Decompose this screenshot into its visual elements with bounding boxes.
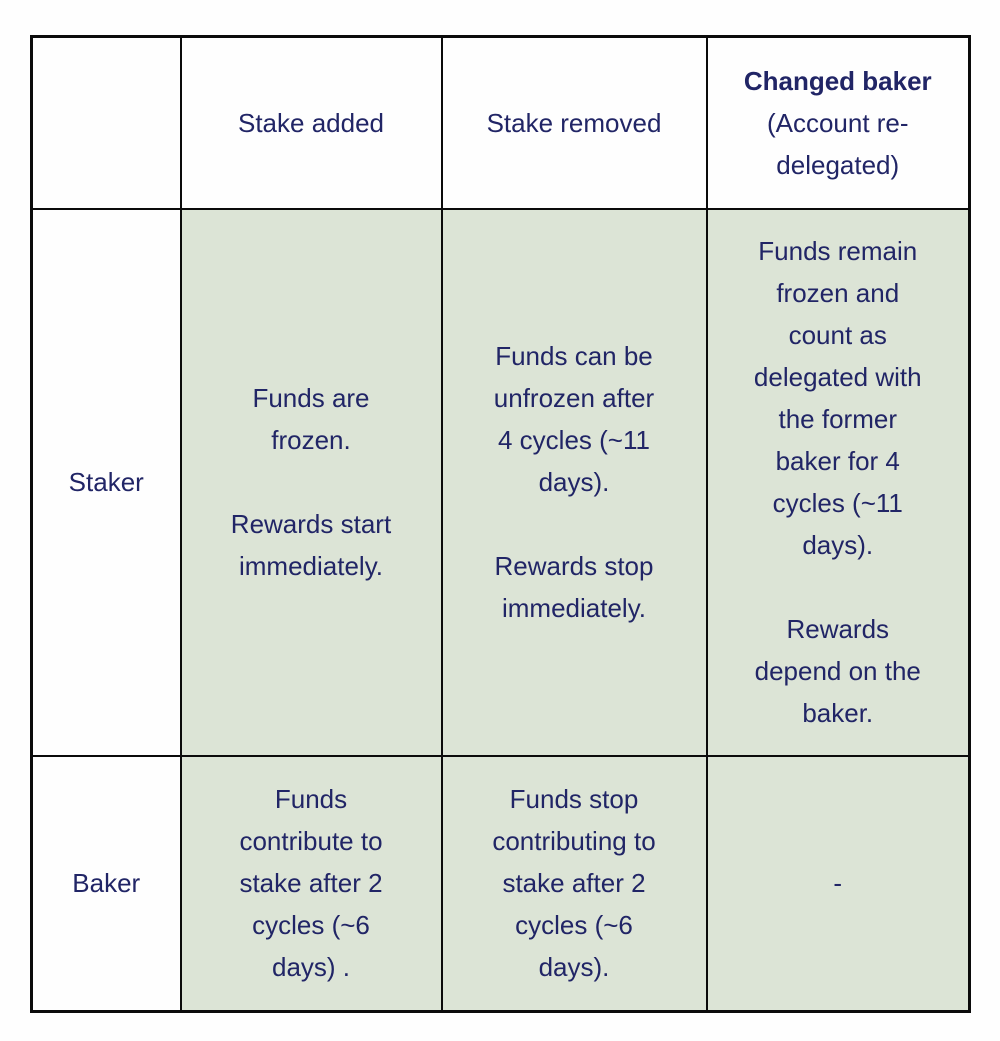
staking-effects-table: Stake added Stake removed Changed baker … <box>30 35 971 1013</box>
cell-staker-stake-removed: Funds can be unfrozen after 4 cycles (~1… <box>440 207 708 757</box>
cell-baker-stake-removed: Funds stop contributing to stake after 2… <box>440 754 708 1013</box>
paragraph: Funds can be unfrozen after 4 cycles (~1… <box>493 341 655 497</box>
header-row: Stake added Stake removed Changed baker … <box>30 35 971 210</box>
paragraph: Funds stop contributing to stake after 2… <box>492 784 656 983</box>
header-stake-removed-label: Stake removed <box>486 107 662 138</box>
header-changed-baker-subtitle: (Account re-delegated) <box>766 107 909 180</box>
header-stake-removed-cell: Stake removed <box>440 35 708 210</box>
baker-row-label-cell: Baker <box>30 754 182 1013</box>
header-changed-baker-cell: Changed baker (Account re-delegated) <box>705 35 971 210</box>
baker-row: Baker Funds contribute to stake after 2 … <box>30 754 971 1013</box>
header-corner-cell <box>30 35 182 210</box>
baker-row-label: Baker <box>72 868 141 899</box>
staker-row-label-cell: Staker <box>30 207 182 757</box>
paragraph: Funds remain frozen and count as delegat… <box>753 236 922 560</box>
cell-staker-stake-added: Funds are frozen. Rewards start immediat… <box>179 207 443 757</box>
header-changed-baker-title: Changed baker <box>743 65 932 96</box>
paragraph: Rewards start immediately. <box>230 509 392 581</box>
dash-placeholder: - <box>833 868 843 899</box>
cell-baker-changed-baker: - <box>705 754 971 1013</box>
header-stake-added-label: Stake added <box>237 107 384 138</box>
cell-staker-changed-baker: Funds remain frozen and count as delegat… <box>705 207 971 757</box>
paragraph: Funds contribute to stake after 2 cycles… <box>239 784 383 983</box>
header-stake-added-cell: Stake added <box>179 35 443 210</box>
staker-row: Staker Funds are frozen. Rewards start i… <box>30 207 971 757</box>
paragraph: Rewards depend on the baker. <box>754 614 921 728</box>
paragraph: Rewards stop immediately. <box>494 551 654 623</box>
cell-baker-stake-added: Funds contribute to stake after 2 cycles… <box>179 754 443 1013</box>
paragraph: Funds are frozen. <box>252 383 370 455</box>
staker-row-label: Staker <box>68 467 144 497</box>
